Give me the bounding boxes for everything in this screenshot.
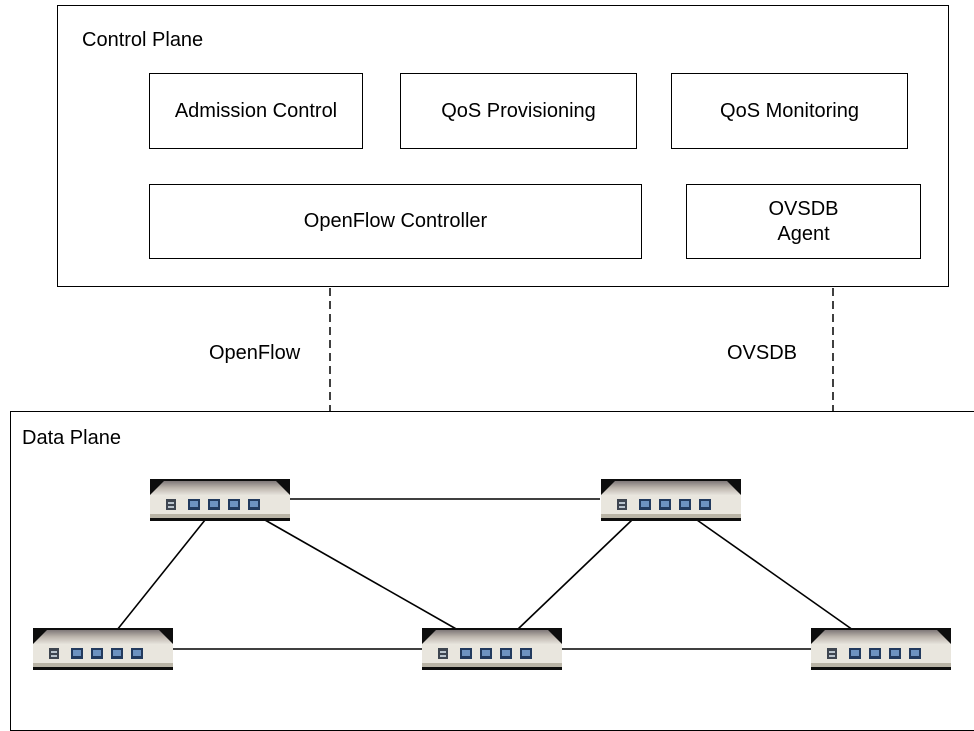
switch-bottom-right bbox=[811, 628, 951, 675]
network-switch-icon bbox=[150, 479, 290, 525]
ovsdb-agent-label-line2: Agent bbox=[777, 222, 830, 245]
data-plane: Data Plane bbox=[10, 411, 974, 731]
admission-control-box: Admission Control bbox=[149, 73, 363, 149]
control-plane-title: Control Plane bbox=[82, 29, 204, 51]
qos-provisioning-box: QoS Provisioning bbox=[400, 73, 637, 149]
link-top-left-bottom-left bbox=[116, 519, 206, 631]
network-switch-icon bbox=[601, 479, 741, 525]
link-top-left-bottom-center bbox=[264, 519, 459, 631]
network-switch-icon bbox=[33, 628, 173, 674]
link-top-right-bottom-right bbox=[696, 519, 854, 631]
switch-top-right bbox=[601, 479, 741, 526]
admission-control-label: Admission Control bbox=[174, 99, 338, 122]
qos-monitoring-box: QoS Monitoring bbox=[671, 73, 908, 149]
data-plane-title: Data Plane bbox=[22, 427, 121, 449]
ovsdb-interface-label: OVSDB bbox=[727, 342, 798, 364]
openflow-interface-label: OpenFlow bbox=[209, 342, 301, 364]
switch-top-left bbox=[150, 479, 290, 526]
switch-bottom-center bbox=[422, 628, 562, 675]
ovsdb-agent-box: OVSDB Agent bbox=[686, 184, 921, 259]
ovsdb-agent-label-line1: OVSDB bbox=[768, 197, 839, 220]
qos-provisioning-label: QoS Provisioning bbox=[441, 99, 596, 122]
network-switch-icon bbox=[422, 628, 562, 674]
link-top-right-bottom-center bbox=[516, 519, 633, 631]
qos-monitoring-label: QoS Monitoring bbox=[720, 99, 859, 122]
openflow-controller-label: OpenFlow Controller bbox=[303, 210, 488, 232]
openflow-controller-box: OpenFlow Controller bbox=[149, 184, 642, 259]
network-switch-icon bbox=[811, 628, 951, 674]
switch-bottom-left bbox=[33, 628, 173, 675]
